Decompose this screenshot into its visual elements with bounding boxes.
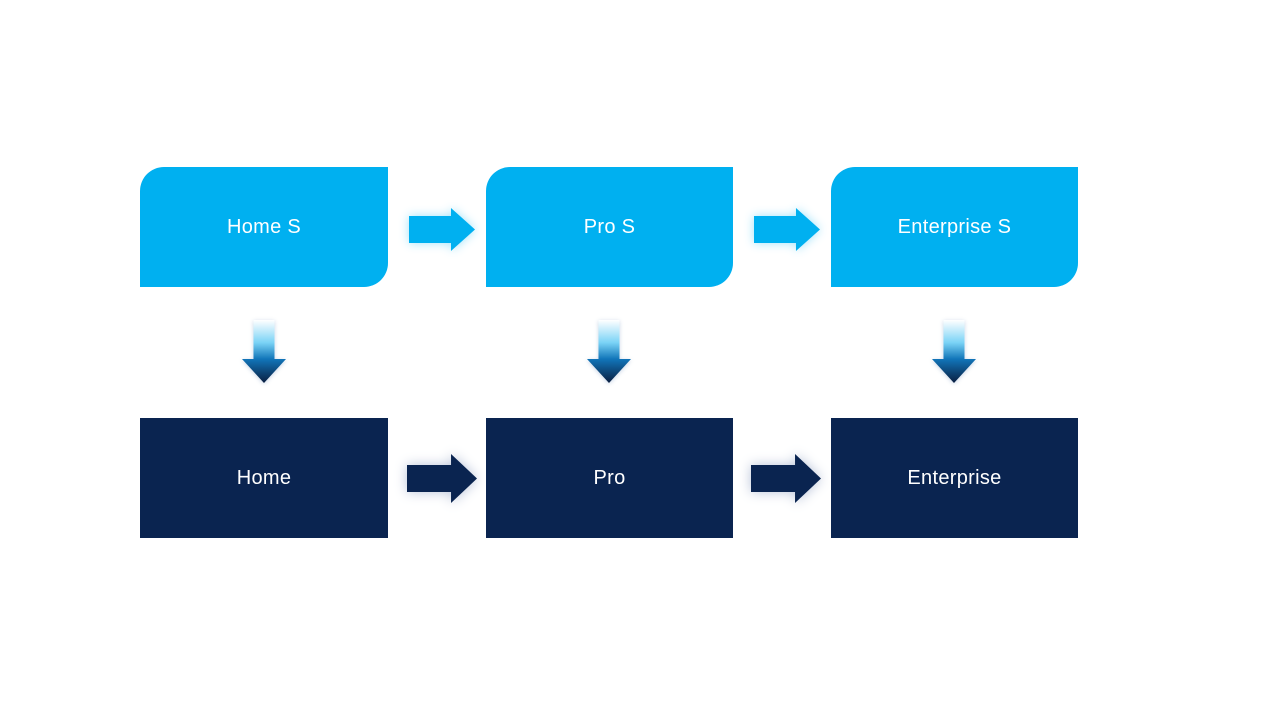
node-enterprise: Enterprise — [831, 418, 1078, 538]
node-home: Home — [140, 418, 388, 538]
node-pro: Pro — [486, 418, 733, 538]
down-arrow-shape — [587, 320, 631, 383]
right-arrow-shape — [754, 208, 820, 251]
right-arrow-icon — [754, 208, 820, 251]
right-arrow-shape — [409, 208, 475, 251]
right-arrow-shape — [407, 454, 477, 503]
node-enterprise-s: Enterprise S — [831, 167, 1078, 287]
down-arrow-icon — [242, 320, 286, 383]
right-arrow-icon — [409, 208, 475, 251]
right-arrow-icon — [751, 454, 821, 503]
node-pro-s-label: Pro S — [583, 215, 636, 238]
node-home-s-label: Home S — [226, 215, 302, 238]
node-home-label: Home — [236, 466, 292, 489]
node-enterprise-label: Enterprise — [907, 466, 1002, 489]
down-arrow-shape — [242, 320, 286, 383]
down-arrow-icon — [587, 320, 631, 383]
node-home-s: Home S — [140, 167, 388, 287]
right-arrow-icon — [407, 454, 477, 503]
node-enterprise-s-label: Enterprise S — [897, 215, 1012, 238]
node-pro-label: Pro — [593, 466, 626, 489]
right-arrow-shape — [751, 454, 821, 503]
down-arrow-icon — [932, 320, 976, 383]
down-arrow-shape — [932, 320, 976, 383]
node-pro-s: Pro S — [486, 167, 733, 287]
